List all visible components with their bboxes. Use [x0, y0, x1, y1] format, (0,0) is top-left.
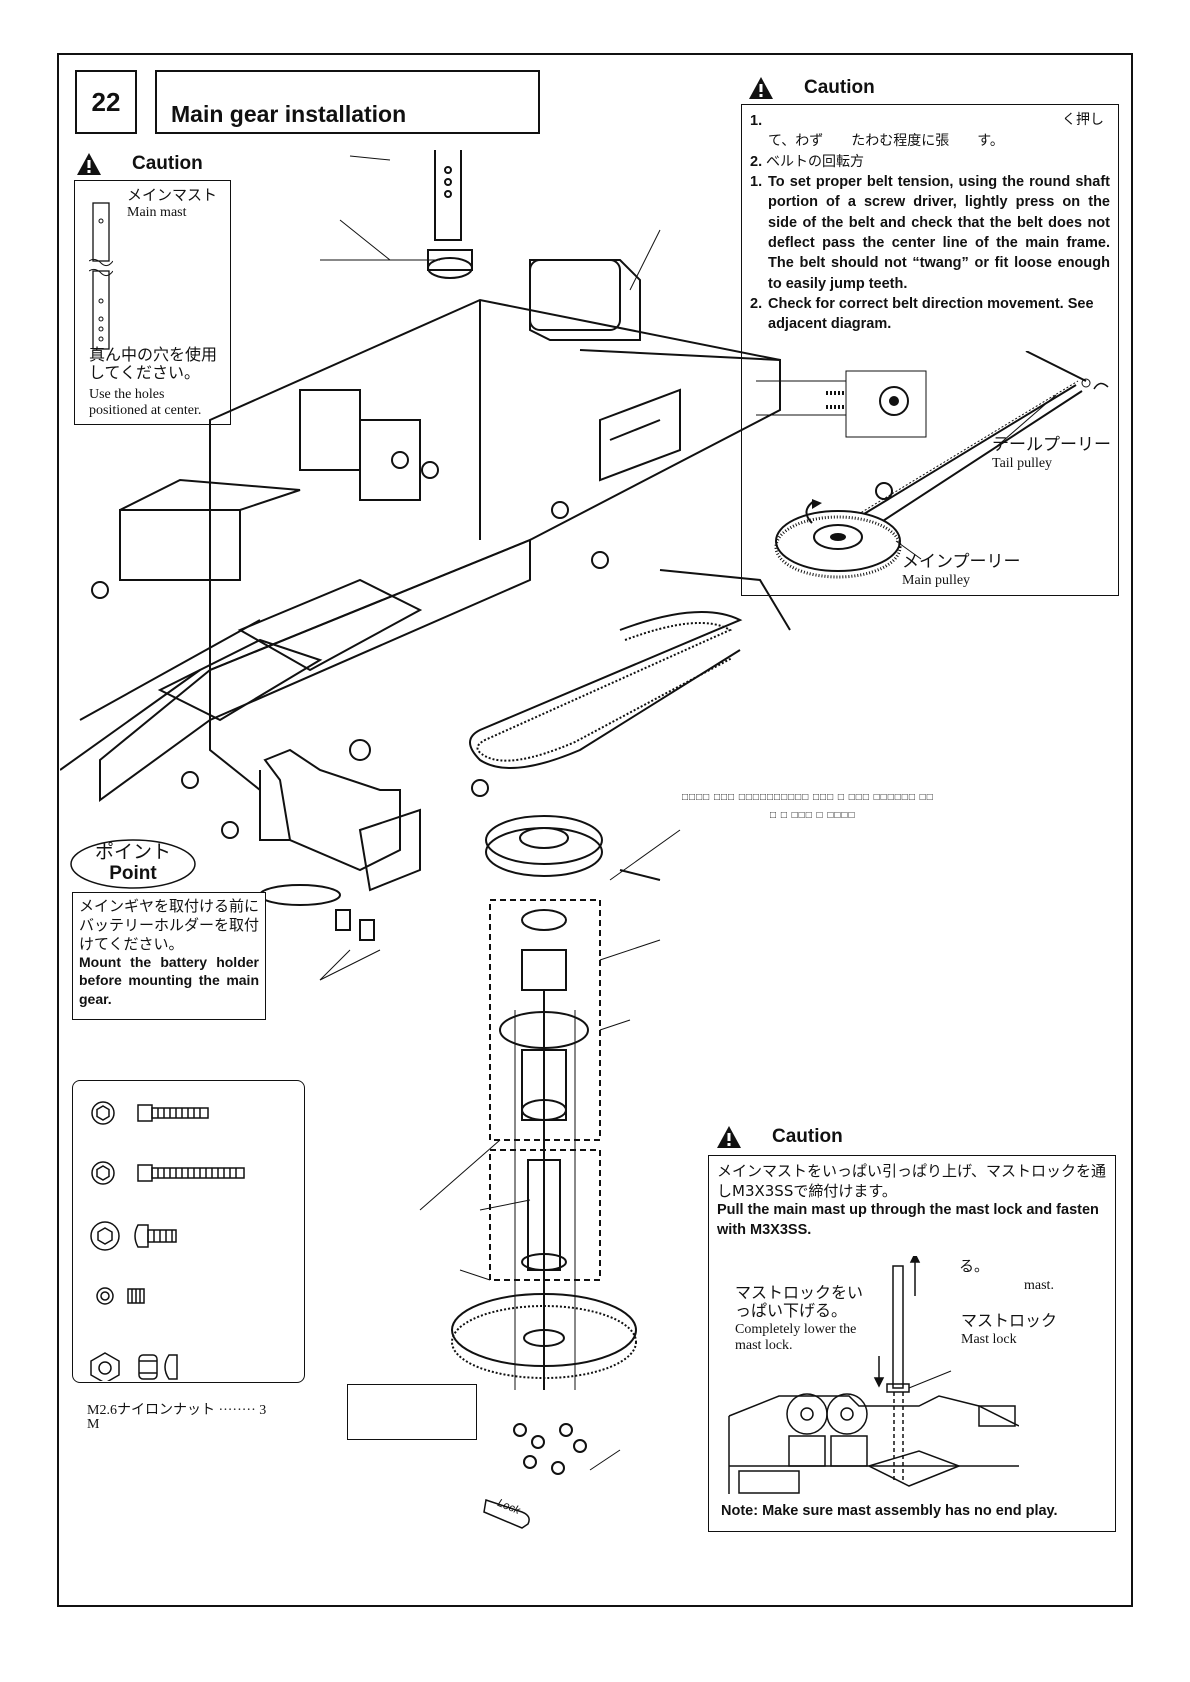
- jp-item-1: 1. く押し: [750, 111, 1110, 132]
- point-oval: [70, 839, 196, 889]
- point-jp-text: メインギヤを取付ける前にバッテリーホルダーを取付けてください。: [79, 897, 260, 953]
- main-mast-diagram: [89, 202, 113, 350]
- mast-lock-en-text: Pull the main mast up through the mast l…: [717, 1202, 1099, 1238]
- warning-icon: [77, 153, 101, 175]
- page-border: [57, 53, 1133, 1607]
- en-item-1: 1. To set proper belt tension, using the …: [750, 172, 1110, 294]
- caution-title: Caution: [804, 77, 875, 98]
- center-holes-jp-note: 真ん中の穴を使用してください。: [89, 345, 218, 383]
- mast-up-en-note: mast.: [1024, 1278, 1054, 1293]
- belt-direction-diagram: [756, 351, 1109, 579]
- jp-item-1-a: く押し: [1062, 112, 1104, 128]
- mast-lock-en-label: Mast lock: [961, 1332, 1017, 1347]
- belt-tension-caution-box: 1. く押し て、わず たわむ程度に張 す。 2. ベルトの回転方 1. To s…: [741, 104, 1119, 596]
- mast-lock-diagram: [728, 1256, 1019, 1494]
- caution-heading-belt: Caution: [748, 76, 875, 100]
- caution-heading-left: Caution: [76, 152, 203, 176]
- point-en-text: Mount the battery holder before mounting…: [79, 954, 259, 1007]
- item-number: 2.: [750, 295, 763, 312]
- mast-lock-jp-label: マストロック: [961, 1311, 1058, 1330]
- unrendered-text-line-2: □ □ □□□ □ □□□□: [770, 810, 856, 821]
- point-en-title: Point: [109, 863, 157, 884]
- mast-end-play-note: Note: Make sure mast assembly has no end…: [721, 1502, 1058, 1519]
- en-instructions: 1. To set proper belt tension, using the …: [750, 172, 1110, 334]
- main-pulley-en-label: Main pulley: [902, 573, 971, 588]
- parts-icons: [90, 1101, 245, 1305]
- jp-item-1-b: て、わず たわむ程度に張 す。: [768, 133, 1004, 149]
- step-title-box: Main gear installation: [155, 70, 540, 134]
- jp-item-2-text: ベルトの回転方: [765, 153, 864, 170]
- caution-heading-mast: Caution: [716, 1125, 843, 1149]
- nylon-nut-icons: [90, 1352, 178, 1381]
- step-title: Main gear installation: [171, 101, 407, 127]
- en-item-1-text: To set proper belt tension, using the ro…: [768, 174, 1110, 292]
- item-number: 1.: [750, 113, 763, 129]
- caution-title: Caution: [132, 153, 203, 174]
- item-number: 1.: [750, 174, 763, 191]
- point-jp-title: ポイント: [94, 841, 171, 863]
- en-item-2: 2. Check for correct belt direction movem…: [750, 294, 1110, 335]
- center-holes-en-note-1: Use the holes: [89, 387, 165, 402]
- mast-up-jp-note: る。: [959, 1257, 990, 1275]
- mast-lock-jp-text: メインマストをいっぱい引っぱり上げ、マストロックを通しM3X3SSで締付けます。: [717, 1162, 1106, 1200]
- nylon-nut-label: M2.6ナイロンナット ········ 3: [87, 1399, 266, 1419]
- item-number: 2.: [750, 153, 763, 170]
- lower-mast-lock-en-1: Completely lower the: [735, 1322, 857, 1337]
- lower-mast-lock-en-2: mast lock.: [735, 1338, 793, 1353]
- parts-list-box: M2.6ナイロンナット ········ 3 M: [72, 1080, 305, 1432]
- point-box: メインギヤを取付ける前にバッテリーホルダーを取付けてください。 Mount th…: [72, 892, 266, 1020]
- part-callout-box: [347, 1384, 477, 1440]
- mast-hole-caution-box: メインマスト Main mast 真ん中の穴を使用してください。 Use the…: [74, 180, 231, 425]
- unrendered-text-line-1: □□□□ □□□ □□□□□□□□□□ □□□ □ □□□ □□□□□□ □□: [682, 792, 934, 803]
- step-number: 22: [75, 70, 137, 134]
- tail-pulley-jp-label: テールプーリー: [992, 435, 1111, 455]
- thread-lock-tag: [483, 1499, 530, 1529]
- main-mast-jp-label: メインマスト: [127, 186, 218, 204]
- jp-item-2: 2. ベルトの回転方: [750, 152, 1110, 173]
- caution-title: Caution: [772, 1126, 843, 1147]
- tail-pulley-en-label: Tail pulley: [992, 456, 1053, 471]
- main-pulley-jp-label: メインプーリー: [902, 552, 1021, 572]
- warning-icon: [717, 1126, 741, 1148]
- nylon-nut-text: M2.6ナイロンナット ········ 3: [87, 1403, 267, 1418]
- lower-mast-lock-jp: マストロックをいっぱい下げる。: [735, 1283, 864, 1321]
- nylon-nut-label-2: M: [87, 1417, 100, 1432]
- helicopter-frame-illustration: [60, 150, 791, 1475]
- mast-lock-caution-box: メインマストをいっぱい引っぱり上げ、マストロックを通しM3X3SSで締付けます。…: [708, 1155, 1116, 1532]
- en-item-2-text: Check for correct belt direction movemen…: [768, 295, 1094, 333]
- main-mast-en-label: Main mast: [127, 205, 187, 220]
- warning-icon: [749, 77, 773, 99]
- center-holes-en-note-2: positioned at center.: [89, 403, 202, 418]
